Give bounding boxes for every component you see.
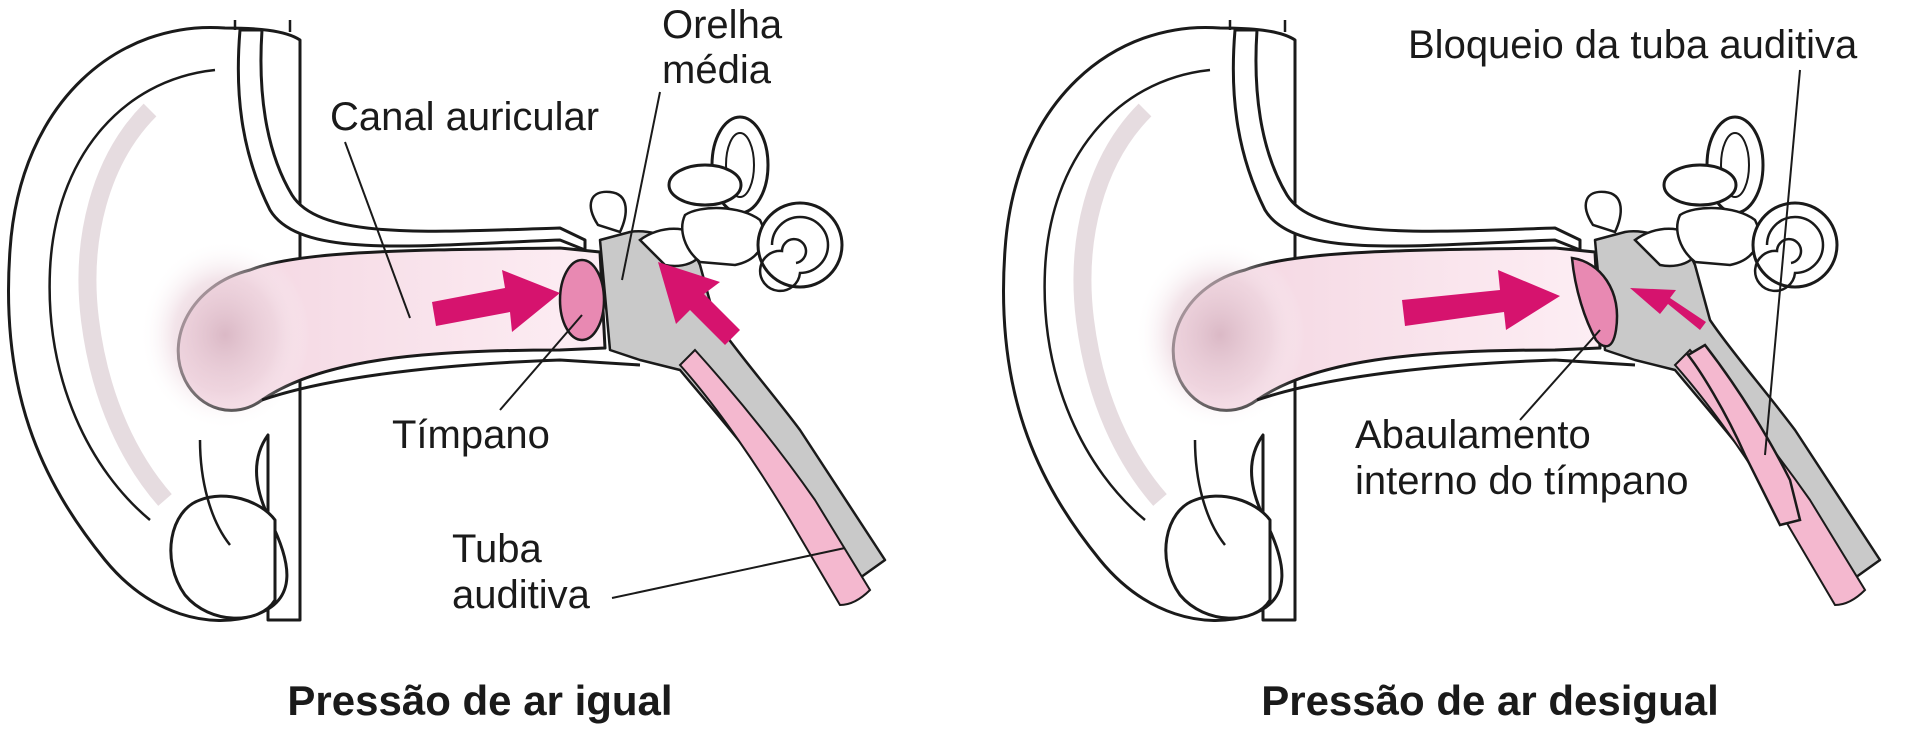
- label-tube-blockage: Bloqueio da tuba auditiva: [1408, 23, 1858, 67]
- eardrum-bulged: [1570, 256, 1619, 348]
- label-bulge-line1: Abaulamento: [1355, 413, 1591, 457]
- leader-eardrum: [499, 314, 583, 411]
- leader-middle-ear: [621, 91, 661, 281]
- leader-eardrum-bulge: [1519, 329, 1601, 421]
- leader-tube: [611, 547, 846, 599]
- panel-equal-pressure: Canal auricular Orelha média Tímpano Tub…: [8, 3, 885, 724]
- arrow-inner-pressure: [1630, 288, 1706, 330]
- label-tube-line1: Tuba: [452, 527, 542, 571]
- eardrum: [558, 258, 606, 342]
- panel-unequal-pressure: Bloqueio da tuba auditiva Abaulamento in…: [1003, 20, 1880, 724]
- caption-unequal-pressure: Pressão de ar desigual: [1261, 677, 1719, 724]
- label-bulge-line2: interno do tímpano: [1355, 459, 1689, 503]
- label-middle-ear-line2: média: [662, 48, 772, 92]
- leader-tube-blockage: [1764, 69, 1801, 456]
- leader-ear-canal: [344, 141, 411, 319]
- arrow-outer-pressure: [432, 270, 560, 332]
- tube-blockage: [1686, 343, 1802, 527]
- label-eardrum: Tímpano: [392, 413, 550, 457]
- caption-equal-pressure: Pressão de ar igual: [287, 677, 672, 724]
- label-tube-line2: auditiva: [452, 573, 591, 617]
- arrow-outer-pressure: [1402, 270, 1560, 330]
- label-middle-ear-line1: Orelha: [662, 3, 783, 47]
- arrow-inner-pressure: [658, 262, 740, 345]
- label-ear-canal: Canal auricular: [330, 95, 599, 139]
